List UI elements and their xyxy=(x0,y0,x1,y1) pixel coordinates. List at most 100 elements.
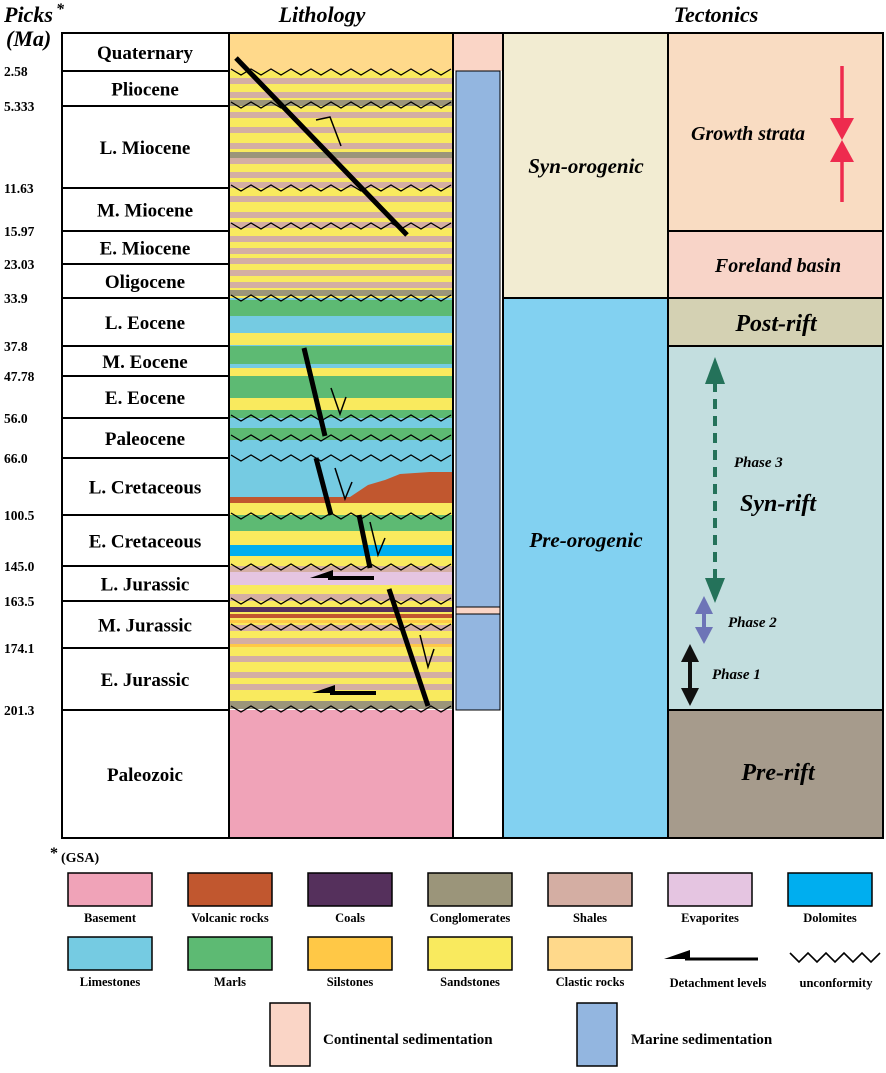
foreland-basin-label: Foreland basin xyxy=(714,255,841,277)
sand-lk2 xyxy=(229,509,453,515)
conglomerate-stripe xyxy=(229,152,453,158)
footnote-text: (GSA) xyxy=(61,851,99,866)
pick-label: 174.1 xyxy=(4,641,35,656)
continental-swatch xyxy=(269,1002,311,1067)
shale-stripe xyxy=(229,236,453,242)
pick-ticks xyxy=(62,70,229,711)
shale-stripe xyxy=(229,258,453,264)
pick-label: 11.63 xyxy=(4,181,34,196)
marl-ee2 xyxy=(229,410,453,418)
continental-sed-band xyxy=(453,33,503,71)
unconformity-line xyxy=(230,454,452,462)
legend-label: Silstones xyxy=(327,975,374,989)
age-label: E. Jurassic xyxy=(101,670,190,691)
pick-label: 5.333 xyxy=(4,99,35,114)
age-label: Quaternary xyxy=(97,43,194,64)
shale-stripe xyxy=(229,182,453,188)
growth-arrow-bottom-head xyxy=(830,140,854,162)
marl-ee1 xyxy=(229,376,453,398)
growth-strata-label: Growth strata xyxy=(691,123,805,145)
conglomerate-stripe xyxy=(229,290,453,296)
shale-stripe xyxy=(229,158,453,164)
ma-header: (Ma) xyxy=(6,26,51,51)
shale-lj1 xyxy=(229,566,453,572)
tectonic-phase-column xyxy=(668,33,883,838)
volcanic-body xyxy=(229,472,453,510)
pick-label: 15.97 xyxy=(4,224,35,239)
conglomerate-base xyxy=(229,701,453,709)
phase1-arrow-top xyxy=(681,644,699,662)
legend-swatch xyxy=(547,872,633,907)
shale-stripe xyxy=(229,78,453,84)
phase2-arrow-top xyxy=(695,596,713,614)
pick-label: 145.0 xyxy=(4,559,35,574)
lithology-header: Lithology xyxy=(278,2,366,27)
unconformity-line xyxy=(230,563,452,571)
legend-label: Evaporites xyxy=(681,911,739,925)
legend-swatch xyxy=(667,872,753,907)
pre-rift-zone xyxy=(668,710,883,838)
unconformity-line xyxy=(230,184,452,192)
shale-stripe xyxy=(229,127,453,133)
growth-strata-arrows xyxy=(830,66,854,202)
pre-rift-label: Pre-rift xyxy=(740,760,816,786)
pick-label: 201.3 xyxy=(4,703,35,718)
unconformity-line xyxy=(230,597,452,605)
orogenic-column xyxy=(503,33,668,838)
outer-border xyxy=(61,32,884,839)
pick-label: 23.03 xyxy=(4,257,35,272)
legend-label: Volcanic rocks xyxy=(191,911,269,925)
marine-sed-band xyxy=(455,70,501,608)
silstone-stripe xyxy=(229,644,453,647)
age-label: Pliocene xyxy=(111,80,179,101)
legend-label: Basement xyxy=(84,911,137,925)
phase1-arrow xyxy=(681,644,699,706)
shale-stripe xyxy=(229,222,453,228)
age-label: M. Miocene xyxy=(97,201,193,222)
shale-stripe xyxy=(229,672,453,678)
legend-unconformity-label: unconformity xyxy=(800,976,874,990)
unconformity-line xyxy=(230,434,452,442)
legend-swatch xyxy=(307,936,393,971)
detachment-ej-head xyxy=(312,685,335,693)
sand-le1 xyxy=(229,333,453,345)
phase3-label: Phase 3 xyxy=(734,455,783,471)
post-rift-zone xyxy=(668,298,883,346)
phase3-arrow-top xyxy=(705,357,725,384)
legend-swatch xyxy=(187,872,273,907)
legend-label: Conglomerates xyxy=(430,911,511,925)
age-label: E. Cretaceous xyxy=(89,532,202,553)
age-label: M. Jurassic xyxy=(98,616,192,637)
legend-detachment: Detachment levels xyxy=(664,950,767,990)
sedimentation-column xyxy=(453,33,503,711)
age-label: Paleocene xyxy=(105,429,185,450)
unconformity-line xyxy=(230,623,452,631)
legend: Basement Volcanic rocks Coals Conglomerates… xyxy=(67,872,873,989)
legend-swatch xyxy=(427,872,513,907)
phase2-arrow xyxy=(695,596,713,644)
age-label: L. Miocene xyxy=(100,138,191,159)
legend-swatch xyxy=(427,936,513,971)
shale-stripe xyxy=(229,248,453,254)
shale-stripe xyxy=(229,92,453,98)
shale-stripe xyxy=(229,656,453,662)
sedimentation-legend: Continental sedimentation Marine sedimen… xyxy=(269,1002,773,1067)
legend-label: Coals xyxy=(335,911,365,925)
volcanic-mj xyxy=(229,614,453,618)
legend-unconformity-line xyxy=(789,951,881,964)
marine-label: Marine sedimentation xyxy=(631,1032,773,1048)
cretaceous-fault-arrow-a xyxy=(334,467,353,502)
age-label: Paleozoic xyxy=(107,765,183,786)
sand-ee1 xyxy=(229,398,453,410)
pick-label: 33.9 xyxy=(4,291,28,306)
pre-orogenic-label: Pre-orogenic xyxy=(528,528,643,552)
detachment-levels xyxy=(310,570,376,695)
fault-lines xyxy=(234,56,435,707)
shale-stripe xyxy=(229,270,453,276)
paleozoic-basement xyxy=(229,710,453,838)
syn-rift-zone xyxy=(668,346,883,710)
pick-label: 56.0 xyxy=(4,411,28,426)
age-label: E. Miocene xyxy=(100,239,191,260)
legend-swatch xyxy=(187,936,273,971)
